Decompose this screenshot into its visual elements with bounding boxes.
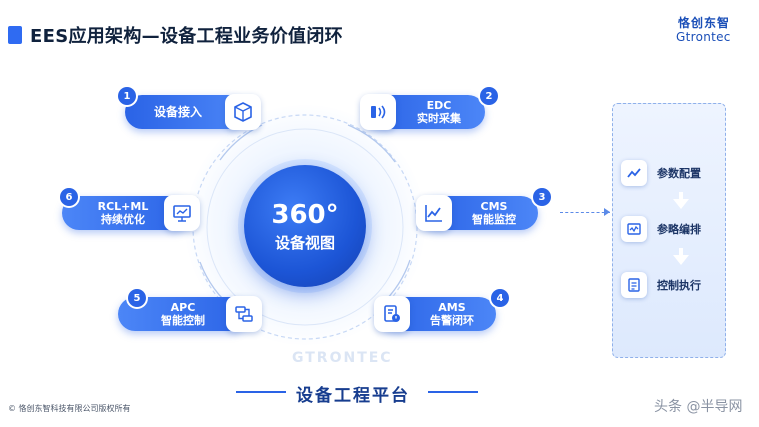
trend-chart-icon [621,160,647,186]
module-3-text: CMS 智能监控 [458,196,530,230]
company-logo-english: Gtrontec [676,30,731,44]
panel-item-strategy-orchestration: 参略编排 [621,216,701,242]
panel-item-label: 参略编排 [657,223,701,236]
panel-item-label: 参数配置 [657,167,701,180]
module-6-line2: 持续优化 [101,213,145,226]
copyright-text: © 恪创东智科技有限公司版权所有 [8,404,131,413]
line-chart-icon [416,195,452,231]
control-process-panel: 参数配置 参略编排 控制执行 [612,103,726,358]
panel-connector-line [560,212,610,213]
module-6-number: 6 [60,188,78,206]
module-2-text: EDC 实时采集 [403,95,475,129]
module-2-number: 2 [480,87,498,105]
waveform-window-icon [621,216,647,242]
control-flow-icon [226,296,262,332]
panel-item-label: 控制执行 [657,279,701,292]
center-number: 360° [271,199,339,230]
alarm-document-icon [374,296,410,332]
source-watermark: 头条 @半导网 [654,399,743,415]
platform-divider-right [428,391,478,393]
module-6-text: RCL+ML 持续优化 [80,196,166,230]
platform-divider-left [236,391,286,393]
module-5-number: 5 [128,289,146,307]
module-3-line1: CMS [480,200,508,213]
signal-wave-icon [360,94,396,130]
panel-item-param-config: 参数配置 [621,160,701,186]
center-360-view: 360° 设备视图 [244,165,366,287]
center-label: 设备视图 [274,233,335,252]
flow-arrow-down-icon [673,199,689,209]
flow-arrow-down-icon [673,255,689,265]
module-4-number: 4 [491,289,509,307]
module-4-line1: AMS [438,301,466,314]
cube-network-icon [225,94,261,130]
module-3-number: 3 [533,188,551,206]
watermark-text: GTRONTEC [292,350,393,366]
panel-connector-arrowhead [604,208,610,216]
page-title: EES应用架构—设备工程业务价值闭环 [30,26,343,47]
module-4-line2: 告警闭环 [430,314,474,327]
module-4-text: AMS 告警闭环 [416,297,488,331]
module-1-label: 设备接入 [153,104,202,119]
company-logo-chinese: 恪创东智 [678,16,731,30]
module-5-line1: APC [170,301,196,314]
module-3-line2: 智能监控 [472,213,516,226]
module-5-text: APC 智能控制 [144,297,222,331]
flow-arrow-stem [679,248,683,256]
module-2-line1: EDC [426,99,452,112]
platform-title: 设备工程平台 [296,386,410,406]
module-6-line1: RCL+ML [97,200,149,213]
title-accent-bar [8,26,22,44]
module-2-line2: 实时采集 [417,112,461,125]
list-checks-icon [621,272,647,298]
module-5-line2: 智能控制 [161,314,205,327]
panel-item-control-execution: 控制执行 [621,272,701,298]
flow-arrow-stem [679,192,683,200]
presentation-board-icon [164,195,200,231]
module-1-number: 1 [118,87,136,105]
